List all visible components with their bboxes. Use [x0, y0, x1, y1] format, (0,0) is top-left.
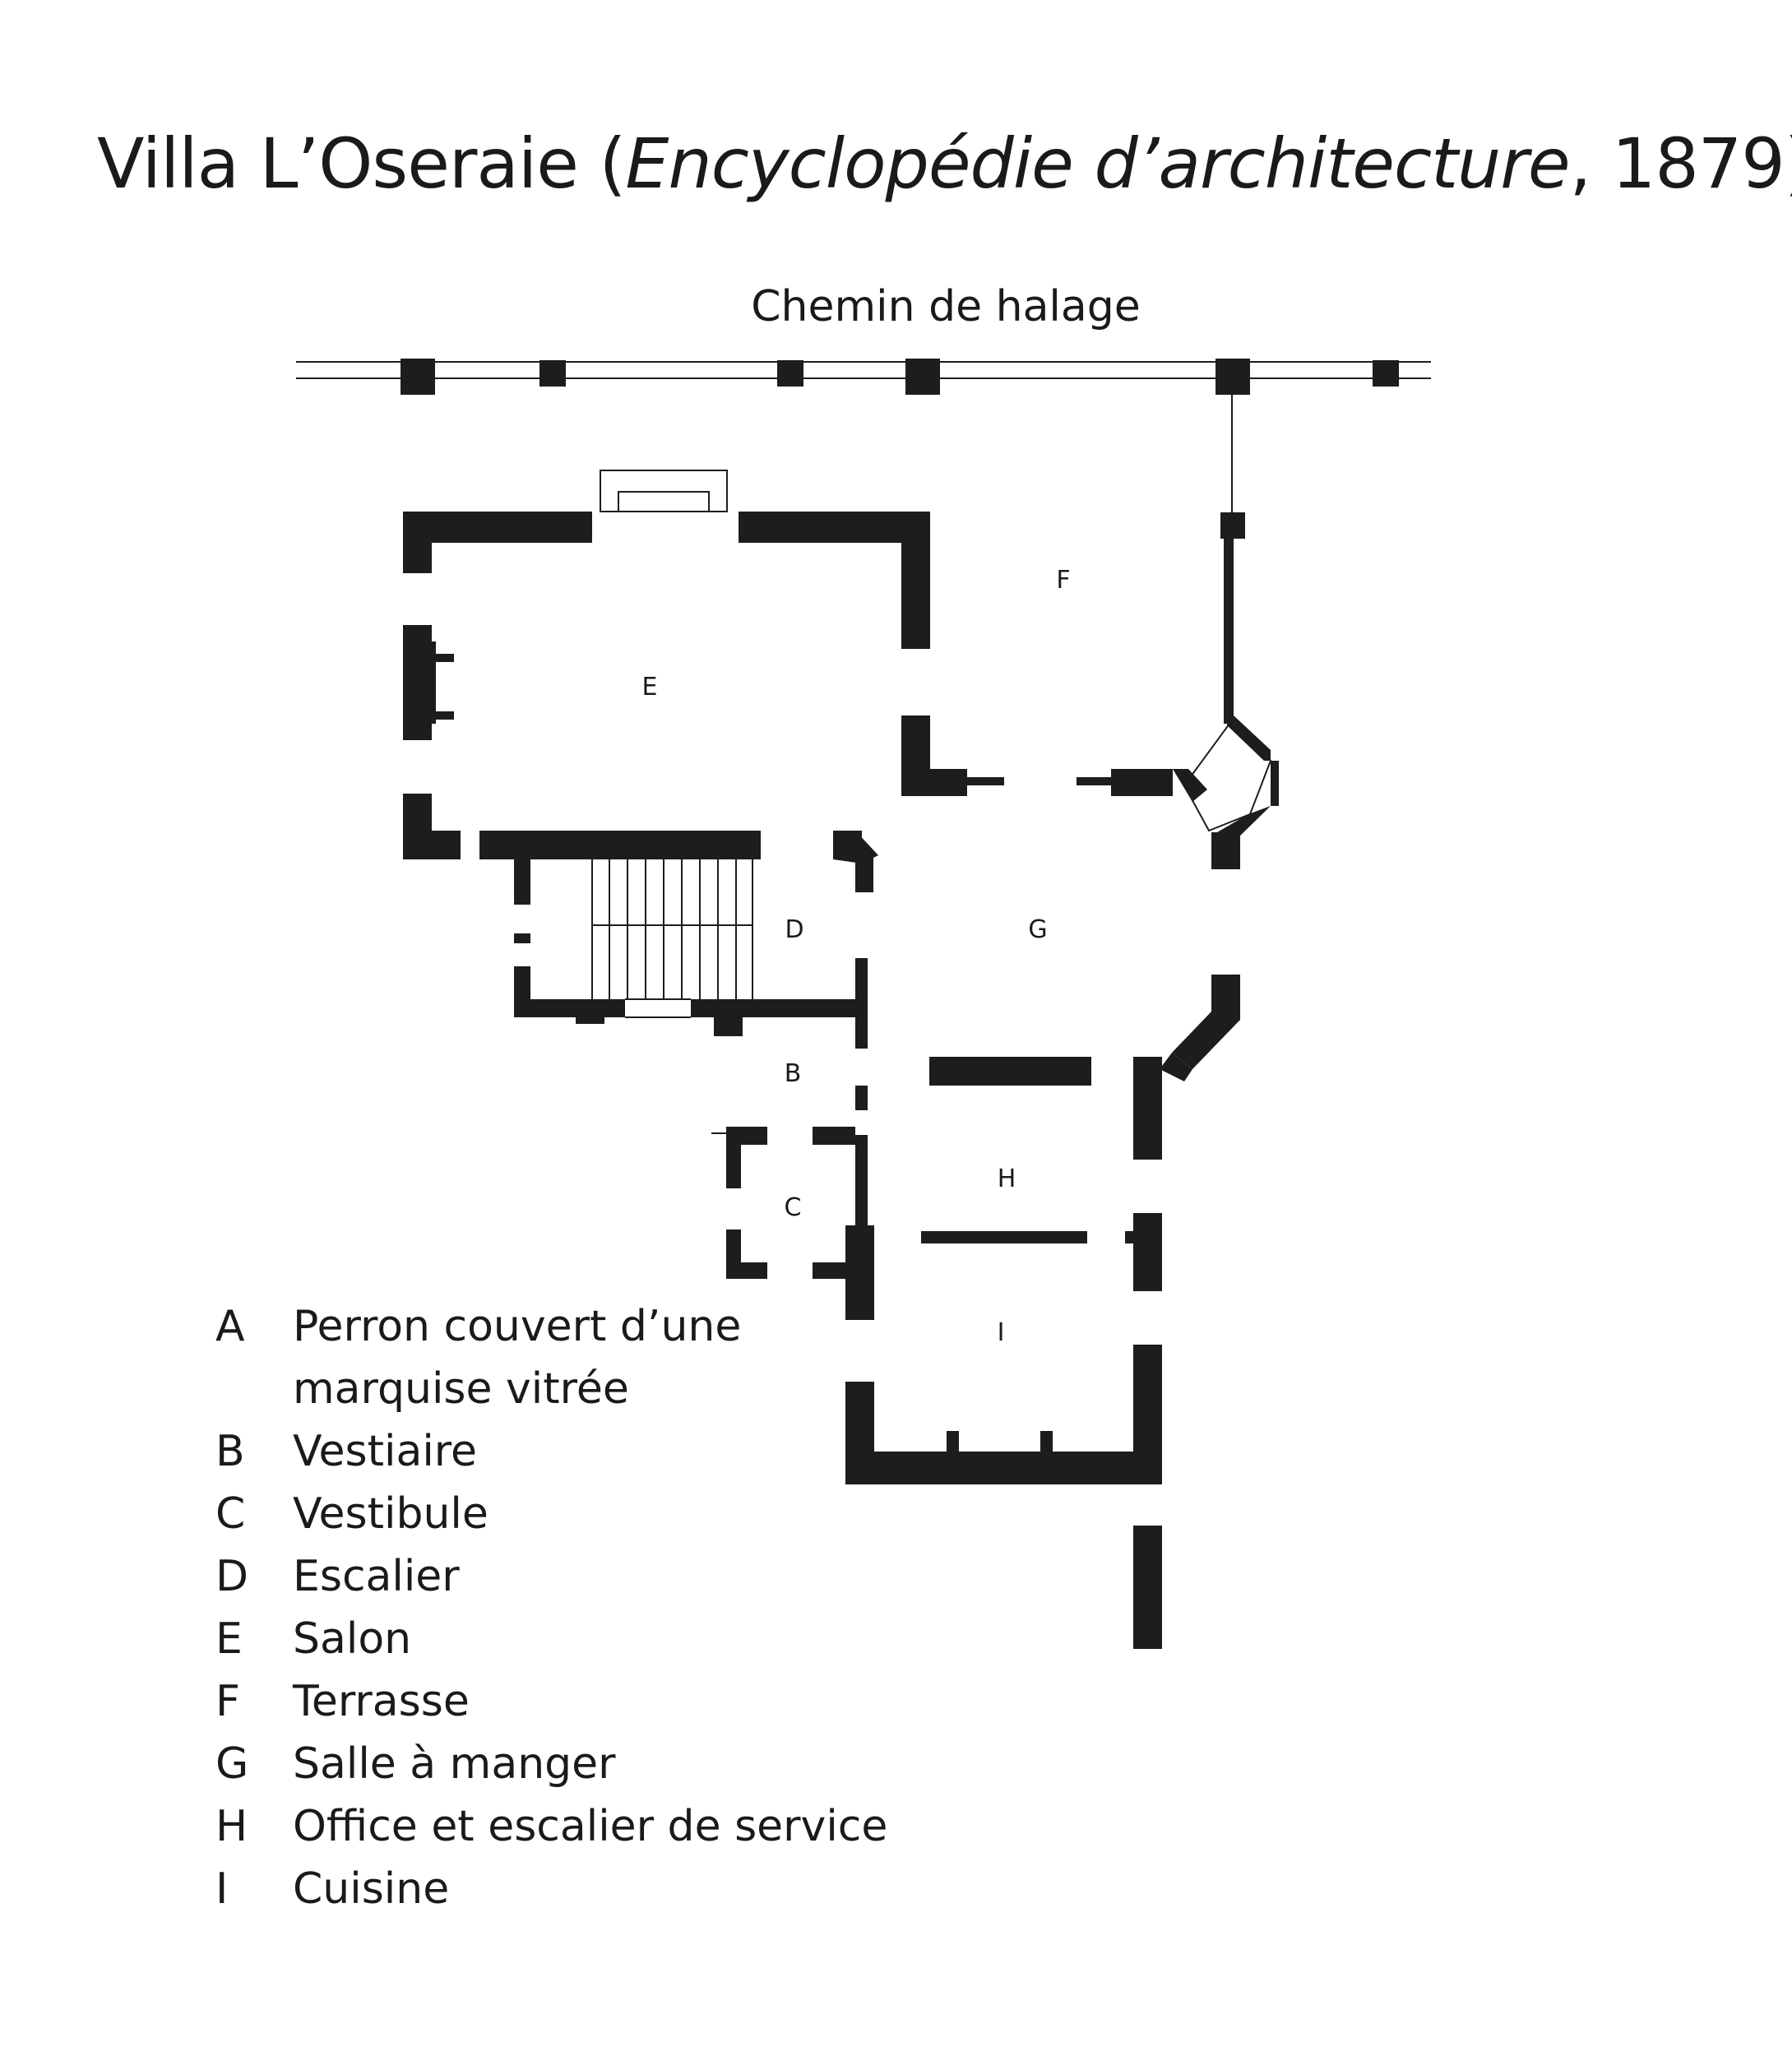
room-label-b: B: [785, 1059, 802, 1088]
legend-text: Escalier: [293, 1552, 460, 1601]
legend-key: D: [215, 1552, 249, 1601]
legend-item: I Cuisine: [215, 1858, 951, 1920]
legend-key: B: [215, 1427, 245, 1476]
legend-text: Vestibule: [293, 1489, 489, 1539]
title-italic: Encyclopédie d’architecture: [625, 123, 1570, 204]
legend-text: Office et escalier de service: [293, 1802, 888, 1851]
legend-item: F Terrasse: [215, 1670, 951, 1733]
legend-text: Salle à manger: [293, 1739, 616, 1789]
legend-text: Perron couvert d’une marquise vitrée: [293, 1302, 742, 1414]
room-label-f: F: [1056, 566, 1070, 595]
legend-item: H Office et escalier de service: [215, 1795, 951, 1858]
room-label-i: I: [998, 1318, 1005, 1347]
legend-key: C: [215, 1489, 246, 1539]
dining-walls: [1077, 514, 1279, 1649]
figure-title: Villa L’Oseraie (Encyclopédie d’architec…: [97, 123, 1792, 204]
legend-text: Salon: [293, 1614, 412, 1664]
title-suffix: , 1879): [1569, 123, 1792, 204]
title-prefix: Villa L’Oseraie (: [97, 123, 626, 204]
legend-item: A Perron couvert d’une marquise vitrée: [215, 1295, 951, 1420]
room-label-h: H: [998, 1165, 1016, 1193]
stair-treads: [591, 859, 753, 1018]
legend-item: D Escalier: [215, 1545, 951, 1608]
legend-item: G Salle à manger: [215, 1733, 951, 1795]
legend-key: G: [215, 1739, 249, 1789]
salon-walls: [403, 512, 1004, 859]
legend-text: Vestiaire: [293, 1427, 477, 1476]
perron-outline: [600, 470, 728, 512]
room-label-d: D: [785, 915, 803, 944]
road-label: Chemin de halage: [751, 282, 1141, 331]
legend-key: E: [215, 1614, 243, 1664]
stair-walls: [514, 831, 878, 1049]
room-label-g: G: [1028, 915, 1047, 944]
legend-text: Cuisine: [293, 1864, 450, 1914]
legend-key: A: [215, 1302, 245, 1351]
legend-key: H: [215, 1802, 248, 1851]
service-walls: [711, 1057, 1162, 1484]
legend-text: Terrasse: [293, 1677, 470, 1726]
legend-item: B Vestiaire: [215, 1420, 951, 1483]
room-label-e: E: [642, 673, 658, 702]
legend-item: E Salon: [215, 1608, 951, 1670]
legend-key: F: [215, 1677, 240, 1726]
room-label-c: C: [785, 1193, 802, 1222]
towpath-fence: [296, 359, 1431, 539]
legend-item: C Vestibule: [215, 1483, 951, 1545]
legend-key: I: [215, 1864, 229, 1914]
